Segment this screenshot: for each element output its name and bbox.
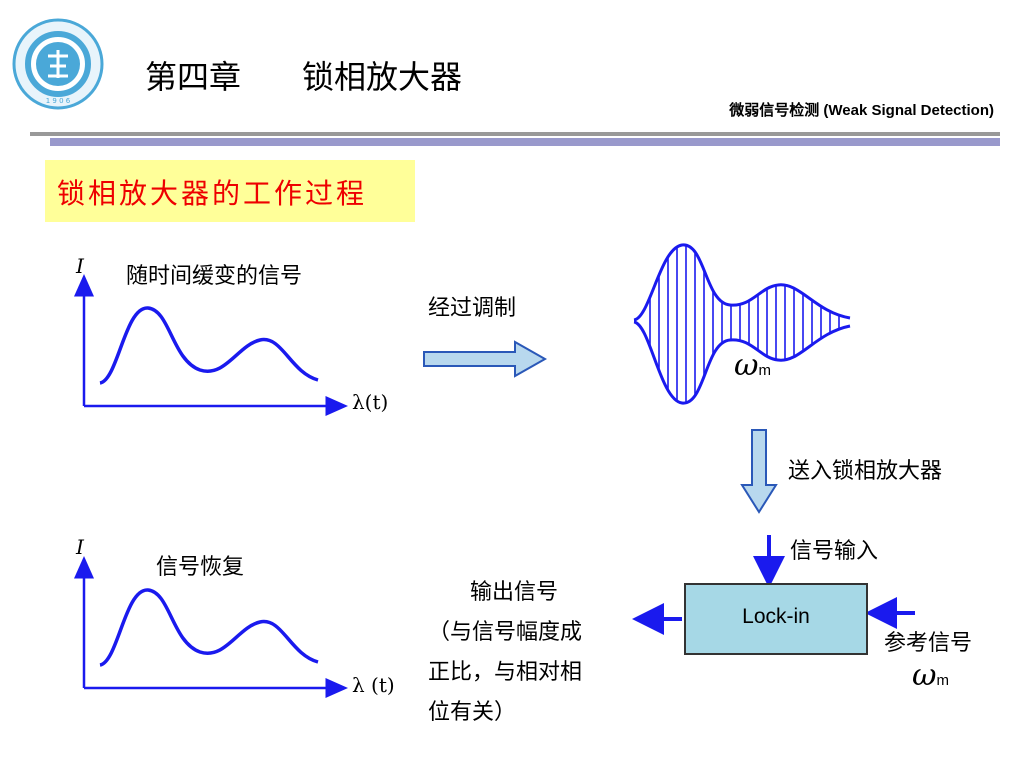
header-divider	[30, 132, 1000, 146]
top-graph-y-label: I	[76, 254, 84, 278]
output-line-2: （与信号幅度成	[428, 620, 583, 645]
bottom-graph-y-label: I	[76, 535, 84, 559]
chapter-title: 第四章 锁相放大器	[145, 58, 463, 96]
bottom-graph-curve	[99, 588, 319, 667]
ref-omega-subscript: m	[936, 672, 949, 689]
modulation-arrow	[423, 340, 548, 378]
modulation-frequency: ωm	[734, 348, 771, 383]
bottom-graph-x-label: λ (t)	[352, 673, 395, 697]
course-title: 微弱信号检测 (Weak Signal Detection)	[729, 102, 994, 119]
modulated-waveform	[633, 243, 851, 405]
output-line-3: 正比，与相对相	[428, 660, 583, 685]
lockin-label: Lock-in	[742, 605, 810, 628]
output-line-1: 输出信号	[470, 580, 559, 605]
bottom-graph-title: 信号恢复	[156, 555, 245, 580]
reference-frequency: ωm	[912, 658, 949, 693]
svg-text:1 9 0 6: 1 9 0 6	[46, 97, 71, 105]
signal-input-label: 信号输入	[790, 539, 879, 564]
section-title-box	[45, 160, 415, 222]
ref-omega-symbol: ω	[912, 658, 937, 693]
top-graph-curve	[99, 306, 319, 385]
lockin-box	[684, 583, 868, 655]
top-graph-title: 随时间缓变的信号	[126, 264, 303, 289]
section-title: 锁相放大器的工作过程	[57, 177, 368, 210]
output-line-4: 位有关）	[428, 700, 517, 725]
reference-signal-label: 参考信号	[884, 631, 973, 656]
top-graph-x-label: λ(t)	[352, 390, 389, 414]
modulation-label: 经过调制	[428, 296, 517, 321]
send-label: 送入锁相放大器	[788, 459, 943, 484]
omega-subscript: m	[758, 362, 771, 379]
omega-symbol: ω	[734, 348, 759, 383]
send-arrow	[740, 429, 778, 514]
university-logo: 1 9 0 6	[12, 18, 104, 110]
